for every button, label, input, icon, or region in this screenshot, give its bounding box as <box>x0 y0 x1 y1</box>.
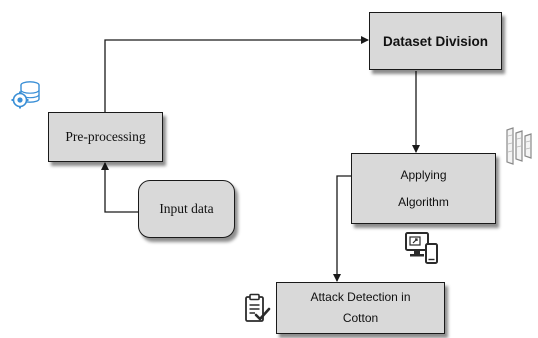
arrow-input-to-preprocessing <box>101 162 138 213</box>
arrow-algorithm-to-attack <box>333 175 351 282</box>
attack-detection-label-line1: Attack Detection in <box>310 290 411 304</box>
attack-detection-node: Attack Detection in Cotton <box>276 282 445 334</box>
input-data-label: Input data <box>159 201 214 216</box>
dataset-division-label: Dataset Division <box>382 33 489 49</box>
preprocessing-label: Pre-processing <box>65 129 146 144</box>
arrow-preprocessing-to-dataset <box>104 36 369 112</box>
database-gear-icon <box>11 81 40 109</box>
applying-algorithm-label-line1: Applying <box>400 168 447 182</box>
dataset-division-node: Dataset Division <box>369 12 502 70</box>
clipboard-check-icon <box>245 293 271 322</box>
applying-algorithm-label-line2: Algorithm <box>398 195 449 209</box>
preprocessing-node: Pre-processing <box>48 112 163 162</box>
layers-icon <box>506 127 532 165</box>
input-data-node: Input data <box>138 180 235 238</box>
attack-detection-label-line2: Cotton <box>342 311 379 325</box>
computer-tablet-icon <box>405 232 438 264</box>
applying-algorithm-node: Applying Algorithm <box>351 153 496 224</box>
